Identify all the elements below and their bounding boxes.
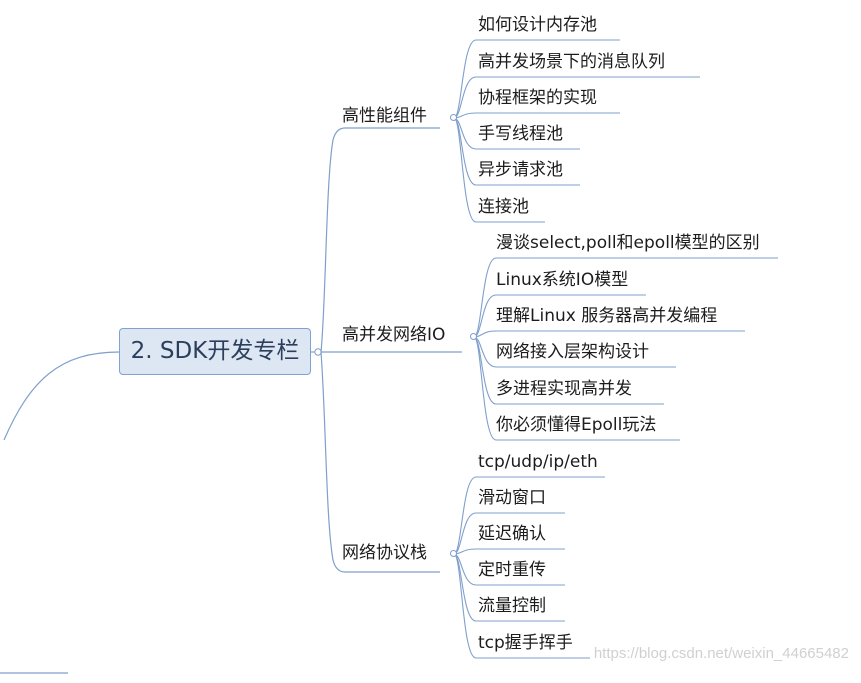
root-collapse-toggle-icon (314, 348, 322, 356)
leaf-label[interactable]: Linux系统IO模型 (496, 270, 629, 290)
leaf-label[interactable]: 网络接入层架构设计 (496, 342, 649, 362)
branch-label-high-concurrency-network-io[interactable]: 高并发网络IO (342, 325, 446, 345)
collapse-toggle-icon[interactable] (450, 114, 457, 121)
leaf-label[interactable]: 多进程实现高并发 (496, 379, 632, 399)
leaf-label[interactable]: 滑动窗口 (478, 488, 546, 508)
branch-connector-line (320, 127, 440, 353)
leaf-label[interactable]: 延迟确认 (478, 524, 546, 544)
leaf-label[interactable]: tcp/udp/ip/eth (478, 452, 598, 472)
leaf-label[interactable]: tcp握手挥手 (478, 633, 573, 653)
leaf-label[interactable]: 流量控制 (478, 596, 546, 616)
leaf-connector-line (473, 330, 745, 338)
leaf-connector-line (453, 553, 590, 659)
leaf-label[interactable]: 定时重传 (478, 560, 546, 580)
branch-connector-line (320, 351, 440, 573)
root-node-label: 2. SDK开发专栏 (130, 338, 300, 364)
leaf-label[interactable]: 连接池 (478, 197, 529, 217)
leaf-label[interactable]: 如何设计内存池 (478, 15, 597, 35)
leaf-label[interactable]: 高并发场景下的消息队列 (478, 52, 665, 72)
leaf-connector-line (473, 257, 778, 338)
leaf-label[interactable]: 手写线程池 (478, 124, 563, 144)
leaf-connector-line (453, 112, 620, 119)
leaf-connector-line (453, 117, 545, 223)
watermark-url: https://blog.csdn.net/weixin_44665482 (593, 645, 849, 662)
branch-label-network-protocol-stack[interactable]: 网络协议栈 (342, 543, 427, 563)
root-node[interactable]: 2. SDK开发专栏 (119, 328, 311, 375)
leaf-connector-line (473, 336, 680, 441)
collapse-toggle-icon[interactable] (450, 550, 457, 557)
leaf-label[interactable]: 漫谈select,poll和epoll模型的区别 (496, 233, 760, 253)
leaf-label[interactable]: 协程框架的实现 (478, 88, 597, 108)
collapse-toggle-icon[interactable] (470, 333, 477, 340)
leaf-label[interactable]: 你必须懂得Epoll玩法 (496, 415, 657, 435)
branch-label-high-performance-components[interactable]: 高性能组件 (342, 106, 427, 126)
parent-connector-line (3, 351, 120, 441)
leaf-connector-line (453, 548, 565, 555)
leaf-label[interactable]: 理解Linux 服务器高并发编程 (496, 306, 718, 326)
leaf-label[interactable]: 异步请求池 (478, 160, 563, 180)
